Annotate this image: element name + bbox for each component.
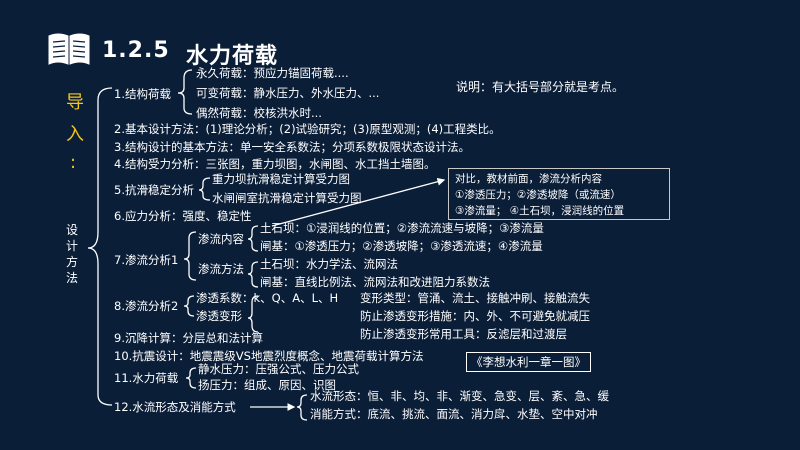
- item10: 10.抗震设计：地震震级VS地震烈度概念、地震荷载计算方法: [114, 349, 424, 363]
- item12-flow-regime: 水流形态：恒、非、均、非、渐变、急变、层、紊、急、缓: [310, 389, 609, 403]
- item8-deform-measures: 防止渗透变形措施：内、外、不可避免就减压: [360, 309, 590, 323]
- item7-content-earth-dam: 土石坝：①浸润线的位置；②渗流流速与坡降；③渗流量: [260, 221, 544, 235]
- item5-label: 5.抗滑稳定分析: [114, 183, 194, 197]
- item6: 6.应力分析：强度、稳定性: [114, 209, 252, 223]
- section-number: 1.2.5: [102, 38, 170, 63]
- item9: 9.沉降计算：分层总和法计算: [114, 331, 263, 345]
- item7-method-label: 渗流方法: [198, 262, 244, 276]
- item11-uplift: 扬压力：组成、原因、识图: [198, 378, 336, 392]
- intro-char-1: 导: [66, 92, 84, 113]
- item8-deform-label: 渗透变形: [196, 309, 242, 323]
- item1-accidental: 偶然荷载：校核洪水时...: [196, 106, 322, 120]
- intro-colon: :: [70, 152, 77, 173]
- item1-label: 1.结构荷载: [114, 87, 171, 101]
- comparison-note-box: 对比，教材前面，渗流分析内容 ①渗透压力；②渗透坡降（或流速） ③渗流量； ④土…: [448, 168, 670, 220]
- item12-label: 12.水流形态及消能方式: [114, 400, 236, 414]
- item5-gravity-dam: 重力坝抗滑稳定计算受力图: [212, 172, 350, 186]
- item12-energy-dissipation: 消能方式：底流、挑流、面流、消力戽、水垫、空中对冲: [310, 407, 598, 421]
- note-line-2: ①渗透压力；②渗透坡降（或流速）: [455, 189, 621, 201]
- item5-sluice: 水闸闸室抗滑稳定计算受力图: [212, 191, 362, 205]
- item8-label: 8.渗流分析2: [114, 299, 179, 313]
- item11-hydrostatic: 静水压力：压强公式、压力公式: [198, 362, 359, 376]
- item1-permanent: 永久荷载：预应力锚固荷载....: [196, 66, 349, 80]
- item8-deform-types: 变形类型：管涌、流土、接触冲刷、接触流失: [360, 291, 590, 305]
- intro-char-2: 入: [66, 124, 84, 145]
- item3: 3.结构设计的基本方法：单一安全系数法；分项系数极限状态设计法。: [114, 140, 470, 154]
- note-line-1: 对比，教材前面，渗流分析内容: [455, 173, 602, 185]
- note-text: 说明：有大括号部分就是考点。: [456, 80, 625, 94]
- method-label: 设 计 方 法: [66, 223, 79, 285]
- item7-method-sluice-base: 闸基：直线比例法、流网法和改进阻力系数法: [260, 275, 490, 289]
- note-line-3: ③渗流量； ④土石坝，浸润线的位置: [455, 205, 625, 217]
- item1-variable: 可变荷载：静水压力、外水压力、...: [196, 86, 380, 100]
- book-badge: 《李想水利一章一图》: [466, 352, 591, 372]
- item8-deform-tools: 防止渗透变形常用工具：反滤层和过渡层: [360, 327, 567, 341]
- item7-content-sluice-base: 闸基：①渗透压力；②渗透坡降；③渗透流速；④渗流量: [260, 239, 543, 253]
- book-icon: [46, 30, 92, 72]
- item2: 2.基本设计方法：(1)理论分析；(2)试验研究；(3)原型观测；(4)工程类比…: [114, 122, 501, 136]
- item11-label: 11.水力荷载: [114, 371, 179, 385]
- item7-content-label: 渗流内容: [198, 232, 244, 246]
- item7-label: 7.渗流分析1: [114, 253, 179, 267]
- item4: 4.结构受力分析：三张图，重力坝图，水闸图、水工挡土墙图。: [114, 157, 436, 171]
- page-title: 水力荷载: [186, 44, 279, 69]
- item8-coefficient: 渗透系数：k、Q、A、L、H: [196, 291, 339, 305]
- item7-method-earth-dam: 土石坝：水力学法、流网法: [260, 257, 398, 271]
